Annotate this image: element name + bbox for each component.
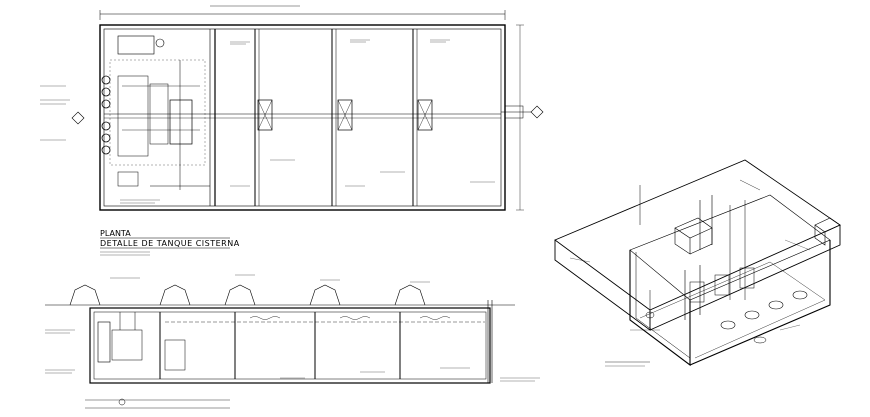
section-view <box>45 274 540 409</box>
plan-view <box>40 5 544 256</box>
plan-subtitle: DETALLE DE TANQUE CISTERNA <box>100 239 240 248</box>
plan-title: PLANTA <box>100 229 131 238</box>
isometric-view <box>554 159 841 367</box>
